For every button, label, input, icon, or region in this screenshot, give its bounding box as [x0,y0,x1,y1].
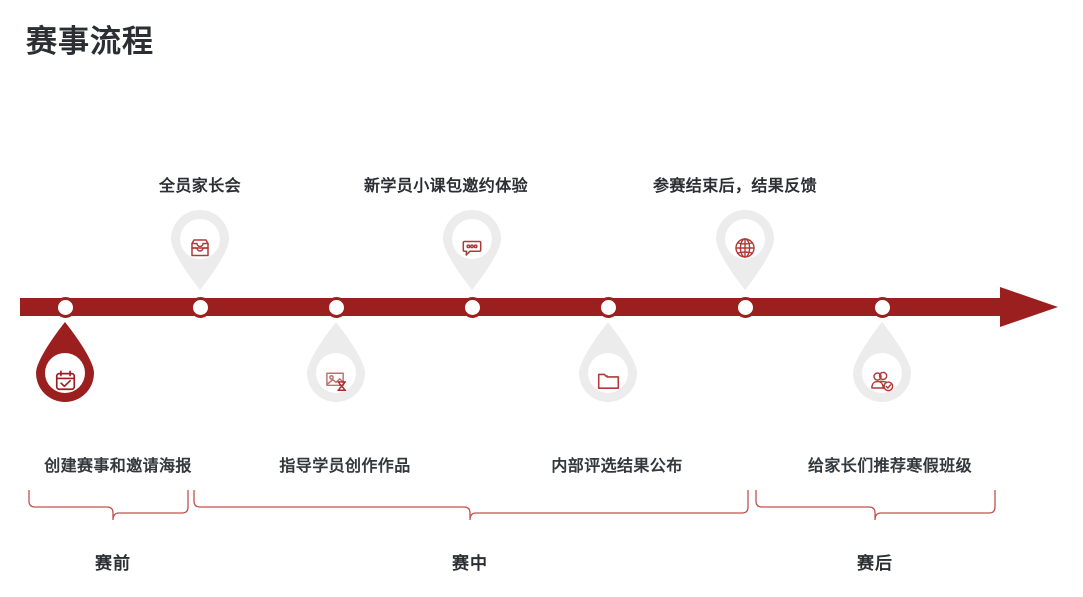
milestone-top-pin-2[interactable] [437,204,507,290]
timeline-node-7 [871,296,893,318]
image-hourglass-icon [319,363,353,397]
phase-label-3: 赛后 [857,554,893,573]
phase-label-2: 赛中 [452,554,488,573]
inbox-icon [183,231,217,265]
milestone-bottom-label-2: 指导学员创作作品 [279,458,411,475]
timeline-node-4 [461,296,483,318]
globe-icon [728,231,762,265]
milestone-top-pin-3[interactable] [710,204,780,290]
folder-icon [591,363,625,397]
pin-drop-shape [443,210,501,290]
pin-drop-shape [171,210,229,290]
milestone-bottom-pin-2[interactable] [301,322,371,408]
phase-braces [28,490,996,521]
milestone-bottom-label-3: 内部评选结果公布 [551,458,683,475]
milestone-top-label-2: 新学员小课包邀约体验 [363,178,529,195]
timeline-node-1 [54,296,76,318]
timeline-node-3 [325,296,347,318]
pin-drop-shape-highlight [36,322,94,402]
milestone-top-label-1: 全员家长会 [158,178,242,195]
timeline-node-6 [734,296,756,318]
milestone-top-pin-1[interactable] [165,204,235,290]
timeline-node-5 [597,296,619,318]
calendar-check-icon [48,363,82,397]
page-title: 赛事流程 [26,24,154,59]
milestone-bottom-label-1: 创建赛事和邀请海报 [44,458,192,475]
milestone-bottom-label-4: 给家长们推荐寒假班级 [807,458,973,475]
milestone-top-label-3: 参赛结束后，结果反馈 [652,178,818,195]
users-check-icon [865,363,899,397]
phase-label-1: 赛前 [95,554,131,573]
chat-bubble-icon [455,231,489,265]
milestone-bottom-pin-1[interactable] [30,322,100,408]
milestone-bottom-pin-3[interactable] [573,322,643,408]
milestone-bottom-pin-4[interactable] [847,322,917,408]
timeline-node-2 [189,296,211,318]
